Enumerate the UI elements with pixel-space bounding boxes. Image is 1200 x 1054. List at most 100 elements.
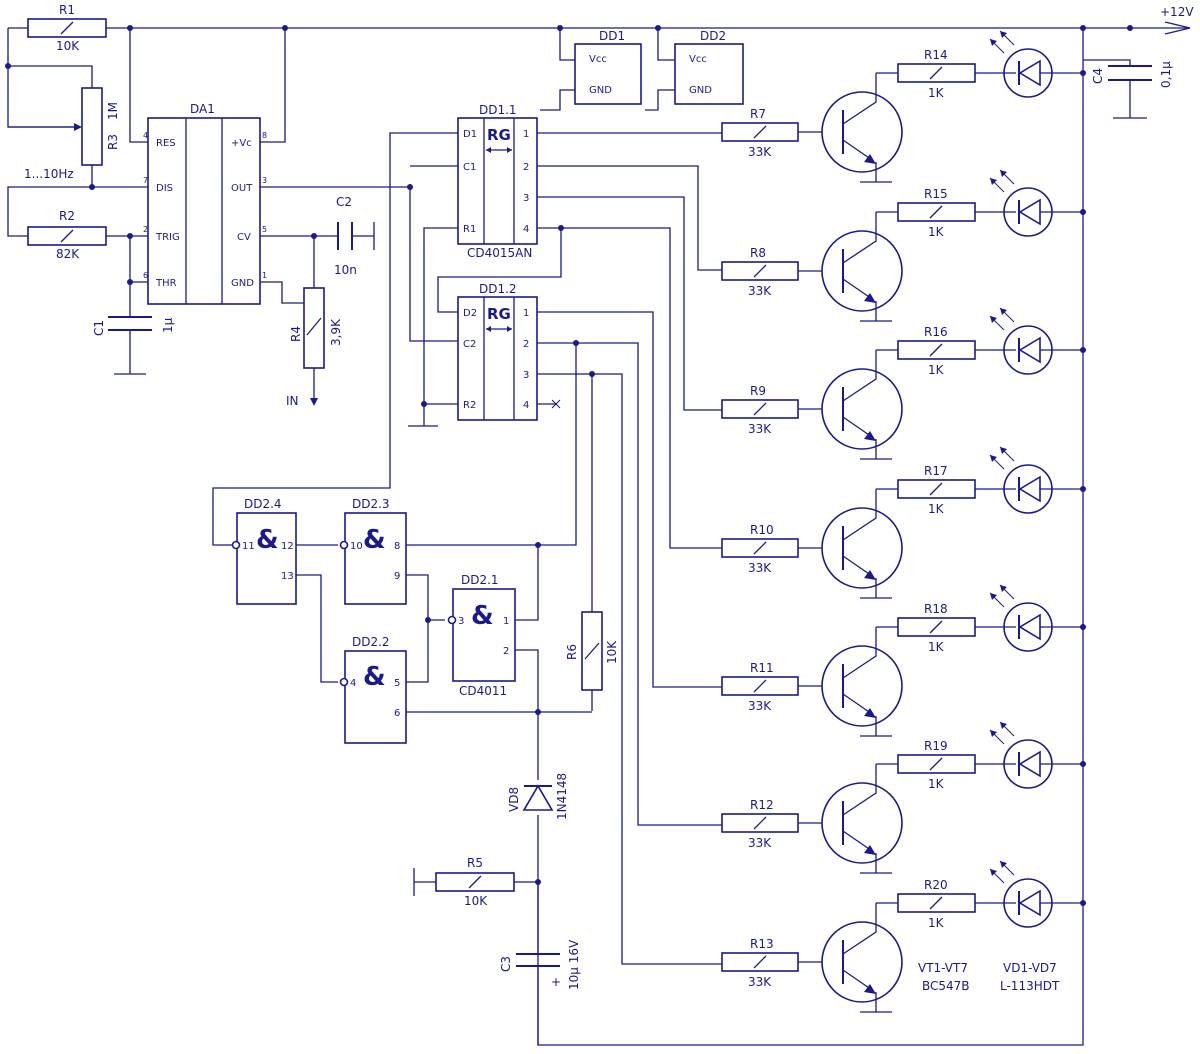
resistor-r2-value: 82K [56,247,80,261]
collector-resistor-value: 1K [928,363,945,377]
junction-dot [573,340,579,346]
collector-resistor-value: 1K [928,86,945,100]
inversion-bubble [339,540,349,550]
resistor-r6: R6 10K [565,611,619,691]
dd2-1-out-pin: 1 [503,616,509,627]
junction-dot [311,233,317,239]
base-resistor-value: 33K [748,561,772,575]
resistor-r6-value: 10K [605,640,619,664]
junction-dot [127,233,133,239]
da1-pin-name: +Vc [231,138,252,149]
capacitor-c3-value: 10µ 16V [567,939,581,990]
capacitor-c4: C4 0,1µ [1091,61,1173,88]
collector-resistor-value: 1K [928,502,945,516]
dd1-1-out-pin: 4 [523,224,529,235]
da1-pin-num: 4 [143,131,148,140]
capacitor-c2-value: 10n [334,263,357,277]
base-resistor-ref: R10 [750,523,774,537]
dd2-part-label: CD4011 [459,684,507,698]
dd1-2-out-pin: 3 [523,370,529,381]
junction-dot [535,879,541,885]
npn-transistor [821,230,903,312]
nand-gate-dd2-4: DD2.4 & 11 12 13 [231,497,297,605]
dd1-2-out-pin: 2 [523,339,529,350]
inversion-bubble [231,540,241,550]
dd1-vcc-label: Vcc [589,54,607,65]
dd1-1-out-pin: 1 [523,129,529,140]
capacitor-c3-ref: C3 [499,956,513,972]
npn-transistor [821,91,903,173]
dd2-3-symbol: & [363,525,386,555]
power-block-dd2: DD2 Vcc GND [674,29,744,105]
inversion-bubble [447,615,457,625]
npn-transistor [821,921,903,1003]
led-part-note: L-113HDT [1000,979,1060,993]
nand-gate-dd2-1: DD2.1 & 3 1 2 CD4011 [447,573,516,698]
da1-pin-num: 1 [262,271,267,280]
shift-register-dd1-1: DD1.1 RG D1 C1 R1 1 2 3 4 CD4015AN [457,103,538,260]
collector-resistor-ref: R15 [924,187,948,201]
wiring [7,21,1191,1046]
collector-resistor-value: 1K [928,640,945,654]
da1-pin-name: GND [231,278,254,289]
da1-pin-name: OUT [231,183,253,194]
base-resistor-ref: R12 [750,798,774,812]
da1-pin-num: 6 [143,271,148,280]
capacitor-c4-ref: C4 [1091,68,1105,84]
dd1-ref: DD1 [599,29,625,43]
capacitor-c1: C1 1µ [92,316,175,336]
input-label: IN [286,394,299,408]
junction-dot [5,63,11,69]
dd2-3-out-pin: 9 [394,571,400,582]
dd1-1-in-pin: C1 [463,162,476,173]
dd2-2-symbol: & [363,662,386,692]
resistor-r3-value: 1M [106,102,120,120]
dd2-3-in-pin: 10 [350,541,363,552]
npn-transistor [821,782,903,864]
diode-vd8: VD8 1N4148 [507,773,569,820]
da1-pin-num: 5 [262,225,267,234]
led-driver-stages: R733KR141KR833KR151KR933KR161KR1033KR171… [721,30,1083,1013]
base-resistor-value: 33K [748,145,772,159]
junction-dot [89,184,95,190]
resistor-r5-value: 10K [464,894,488,908]
da1-pin-num: 8 [262,131,267,140]
capacitor-c1-ref: C1 [92,320,106,336]
resistor-r3-ref: R3 [106,134,120,150]
dd1-2-in-pin: C2 [463,339,476,350]
dd1-1-ref: DD1.1 [479,103,517,117]
junction-dot [1127,25,1133,31]
da1-pin-name: TRIG [155,232,180,243]
junction-dot [655,25,661,31]
dd1-2-out-pin: 1 [523,308,529,319]
npn-transistor [821,368,903,450]
dd1-1-out-pin: 3 [523,193,529,204]
nand-gate-dd2-3: DD2.3 & 10 8 9 [339,497,407,605]
collector-resistor-ref: R20 [924,878,948,892]
base-resistor-value: 33K [748,284,772,298]
dd1-1-out-pin: 2 [523,162,529,173]
potentiometer-r3: R3 1M 1...10Hz [8,87,120,181]
base-resistor-ref: R8 [750,246,766,260]
base-resistor-ref: R7 [750,107,766,121]
dd2-4-out-pin: 13 [281,571,294,582]
frequency-note: 1...10Hz [24,167,74,181]
base-resistor-ref: R11 [750,661,774,675]
resistor-r4-ref: R4 [289,326,303,342]
resistor-r1: R1 10K [27,3,107,53]
nand-gate-dd2-2: DD2.2 & 4 5 6 [339,635,407,744]
base-resistor-value: 33K [748,975,772,989]
dd2-4-ref: DD2.4 [244,497,282,511]
resistor-r1-value: 10K [56,39,80,53]
diode-vd8-ref: VD8 [507,787,521,812]
led-ref-note: VD1-VD7 [1003,961,1057,975]
inversion-bubble [339,677,349,687]
capacitor-c1-value: 1µ [161,317,175,333]
resistor-r5-ref: R5 [467,856,483,870]
junction-dot [535,542,541,548]
collector-resistor-value: 1K [928,916,945,930]
dd2-1-symbol: & [471,601,494,631]
